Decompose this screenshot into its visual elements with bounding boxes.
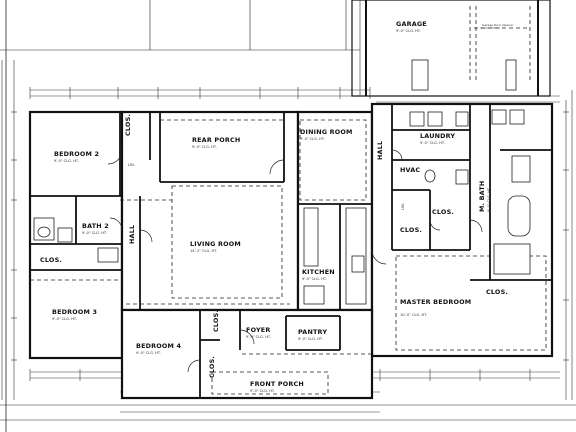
- room-label-garage: GARAGE: [396, 20, 427, 28]
- room-label-rear-porch: REAR PORCH: [192, 136, 240, 144]
- room-ceiling-living-room: 14'-2" CLG. HT.: [190, 249, 217, 253]
- closet-label-laundry: CLOS.: [432, 208, 454, 216]
- room-ceiling-garage: 9'-0" CLG. HT.: [396, 29, 421, 33]
- room-label-hvac: HVAC: [400, 166, 420, 174]
- room-label-bath-2: BATH 2: [82, 222, 109, 230]
- garage-area: [351, 0, 551, 97]
- room-ceiling-bedroom-4: 9'-0" CLG. HT.: [136, 351, 161, 355]
- room-ceiling-dining-room: 9'-0" CLG. HT.: [300, 137, 325, 141]
- room-ceiling-bedroom-2: 9'-0" CLG. HT.: [54, 159, 79, 163]
- room-label-foyer: FOYER: [246, 326, 270, 334]
- door-swings: [107, 149, 483, 373]
- closet-label-bedroom-4: CLOS.: [208, 356, 216, 378]
- hall-label-west: HALL: [128, 225, 136, 244]
- closet-label-master: CLOS.: [486, 288, 508, 296]
- room-ceiling-rear-porch: 9'-0" CLG. HT.: [192, 145, 217, 149]
- hall-label-east: HALL: [376, 141, 384, 160]
- room-label-bedroom-3: BEDROOM 3: [52, 308, 97, 316]
- room-ceiling-bath-2: 9'-0" CLG. HT.: [82, 231, 107, 235]
- garage-door-note: Garage Door Opener: [480, 23, 514, 29]
- room-ceiling-front-porch: 9'-0" CLG. HT.: [250, 389, 275, 393]
- room-label-kitchen: KITCHEN: [302, 268, 335, 276]
- room-label-front-porch: FRONT PORCH: [250, 380, 304, 388]
- closet-label-bath-2: CLOS.: [40, 256, 62, 264]
- room-label-pantry: PANTRY: [298, 328, 327, 336]
- room-labels: GARAGE 9'-0" CLG. HT. BEDROOM 2 9'-0" CL…: [52, 20, 491, 393]
- room-label-living-room: LIVING ROOM: [190, 240, 241, 248]
- linen-label-east: LIN.: [401, 203, 405, 210]
- room-ceiling-kitchen: 9'-0" CLG. HT.: [302, 277, 327, 281]
- room-label-dining-room: DINING ROOM: [300, 128, 353, 136]
- closet-label-foyer: CLOS.: [212, 310, 220, 332]
- interior-walls: [30, 104, 552, 398]
- room-ceiling-pantry: 9'-0" CLG. HT.: [298, 337, 323, 341]
- room-ceiling-master-bedroom: 10'-0" CLG. HT.: [400, 313, 427, 317]
- room-label-bedroom-4: BEDROOM 4: [136, 342, 182, 350]
- garage-door-opener-label: Garage Door Opener: [482, 23, 514, 27]
- room-label-bedroom-2: BEDROOM 2: [54, 150, 99, 158]
- room-ceiling-bedroom-3: 9'-0" CLG. HT.: [52, 317, 77, 321]
- closet-labels: CLOS. CLOS. CLOS. CLOS. CLOS. CLOS. CLOS…: [40, 114, 508, 378]
- room-label-laundry: LAUNDRY: [420, 132, 455, 140]
- room-label-m-bath: M. BATH: [478, 181, 486, 212]
- ceiling-lines: [30, 119, 547, 395]
- fixtures: [33, 109, 531, 305]
- closet-label-hvac: CLOS.: [400, 226, 422, 234]
- room-label-master-bedroom: MASTER BEDROOM: [400, 298, 471, 306]
- closet-label-bedroom-2: CLOS.: [124, 114, 132, 136]
- room-ceiling-foyer: 9'-0" CLG. HT.: [246, 335, 271, 339]
- linen-label-west: LIN.: [128, 163, 135, 167]
- misc-labels: HALL HALL LIN. LIN.: [128, 141, 405, 244]
- room-ceiling-m-bath: 9'-0" CLG. HT.: [487, 187, 491, 212]
- room-ceiling-laundry: 9'-0" CLG. HT.: [420, 141, 445, 145]
